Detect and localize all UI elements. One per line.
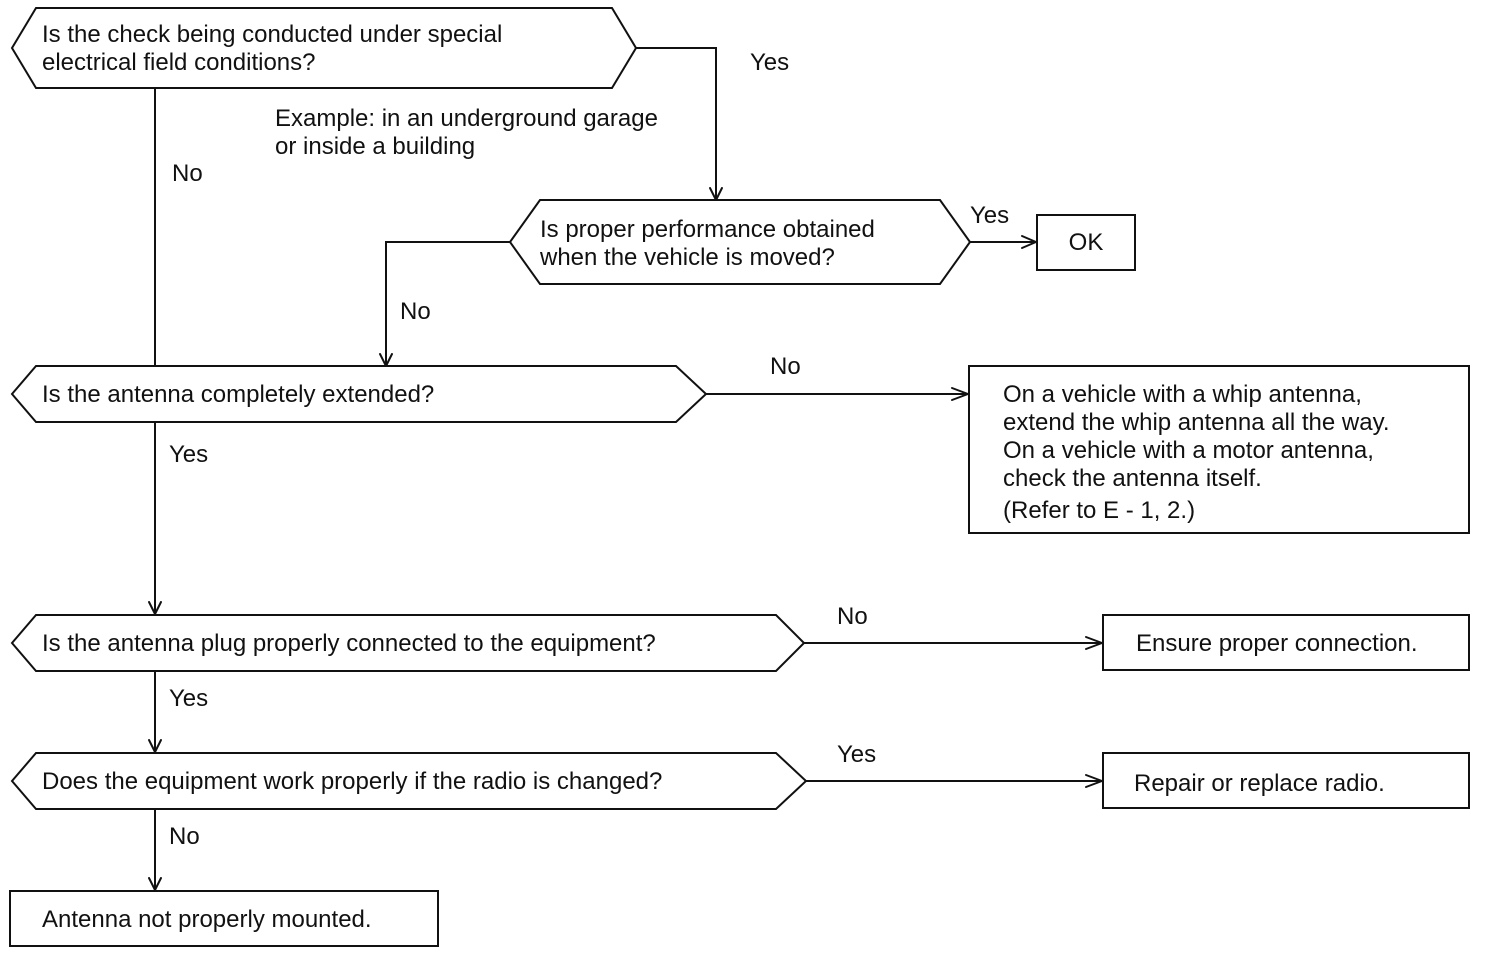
decision-vehicle-moved: Is proper performance obtained when the … xyxy=(508,199,972,285)
label-radio-yes: Yes xyxy=(837,741,876,768)
note-line2: or inside a building xyxy=(275,133,475,160)
result-repair-radio-text: Repair or replace radio. xyxy=(1134,770,1385,797)
connector-moved-no xyxy=(385,241,510,364)
label-radio-no: No xyxy=(169,823,200,850)
label-moved-no: No xyxy=(400,298,431,325)
decision-special-field-line1: Is the check being conducted under speci… xyxy=(42,21,502,48)
result-extend-antenna-line2: extend the whip antenna all the way. xyxy=(1003,409,1389,436)
decision-vehicle-moved-line2: when the vehicle is moved? xyxy=(539,244,835,271)
result-ok-text: OK xyxy=(1069,229,1104,256)
decision-plug-connected-line1: Is the antenna plug properly connected t… xyxy=(42,630,656,657)
label-extended-no: No xyxy=(770,353,801,380)
result-extend-antenna-line4: check the antenna itself. xyxy=(1003,465,1262,492)
decision-antenna-extended: Is the antenna completely extended? xyxy=(10,365,708,423)
result-not-mounted-box: Antenna not properly mounted. xyxy=(9,890,439,947)
decision-special-field: Is the check being conducted under speci… xyxy=(10,7,638,89)
decision-radio-changed: Does the equipment work properly if the … xyxy=(10,752,808,810)
result-ok-box: OK xyxy=(1036,214,1136,271)
decision-radio-changed-line1: Does the equipment work properly if the … xyxy=(42,768,662,795)
connector-special-yes xyxy=(636,47,717,198)
decision-antenna-extended-line1: Is the antenna completely extended? xyxy=(42,381,434,408)
result-not-mounted-text: Antenna not properly mounted. xyxy=(42,906,372,933)
result-ensure-connection-box: Ensure proper connection. xyxy=(1102,614,1470,671)
label-plug-no: No xyxy=(837,603,868,630)
result-extend-antenna-box: On a vehicle with a whip antenna, extend… xyxy=(968,365,1470,534)
result-repair-radio-box: Repair or replace radio. xyxy=(1102,752,1470,809)
label-extended-yes: Yes xyxy=(169,441,208,468)
result-extend-antenna-line5: (Refer to E - 1, 2.) xyxy=(1003,497,1195,524)
note-line1: Example: in an underground garage xyxy=(275,105,658,132)
result-ensure-connection-text: Ensure proper connection. xyxy=(1136,630,1418,657)
label-moved-yes: Yes xyxy=(970,202,1009,229)
label-special-no: No xyxy=(172,160,203,187)
result-extend-antenna-line1: On a vehicle with a whip antenna, xyxy=(1003,381,1362,408)
decision-special-field-line2: electrical field conditions? xyxy=(42,49,315,76)
decision-plug-connected: Is the antenna plug properly connected t… xyxy=(10,614,806,672)
label-special-yes: Yes xyxy=(750,49,789,76)
decision-vehicle-moved-line1: Is proper performance obtained xyxy=(540,216,875,243)
result-extend-antenna-line3: On a vehicle with a motor antenna, xyxy=(1003,437,1374,464)
label-plug-yes: Yes xyxy=(169,685,208,712)
